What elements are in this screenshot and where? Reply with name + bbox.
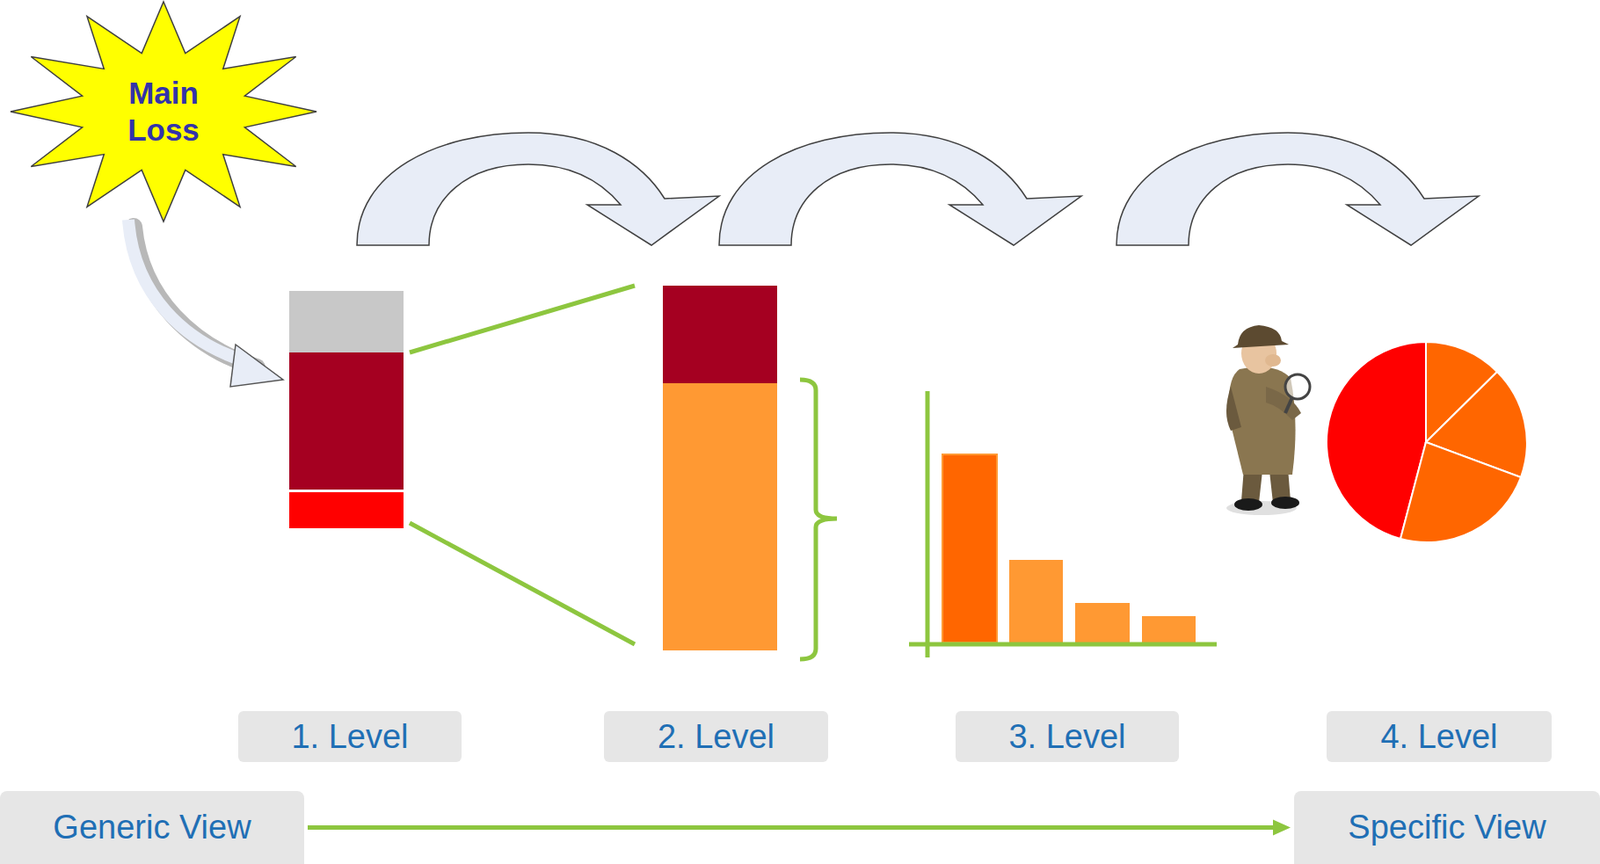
detail-bar — [662, 285, 778, 651]
node-label: Main Loss — [115, 74, 212, 149]
level-box: 3. Level — [955, 711, 1179, 763]
connector-arrow — [307, 820, 1291, 837]
pareto-chart — [909, 391, 1217, 658]
starburst: Main Loss — [10, 1, 317, 222]
node-label: 3. Level — [1008, 718, 1126, 757]
connector-line — [307, 825, 1273, 830]
node-label: Generic View — [52, 808, 251, 847]
level-box: 4. Level — [1326, 711, 1552, 763]
pointer-arrow — [128, 219, 284, 387]
node-label: Specific View — [1347, 808, 1546, 847]
level-box: 1. Level — [238, 711, 462, 763]
view-box: Generic View — [0, 791, 305, 864]
node-label: 2. Level — [657, 718, 775, 757]
starburst-shape — [10, 1, 317, 222]
zoom-lines — [409, 285, 635, 645]
node-label: 1. Level — [290, 718, 408, 757]
arrow-head — [1272, 820, 1291, 837]
view-box: Specific View — [1294, 791, 1600, 864]
step-arrows — [356, 132, 1479, 246]
pie-chart — [1326, 341, 1528, 543]
level-box: 2. Level — [603, 711, 829, 763]
stacked-bar — [289, 290, 404, 529]
bracket — [800, 379, 837, 660]
detective-figure — [1226, 325, 1310, 516]
node-label: 4. Level — [1380, 718, 1498, 757]
